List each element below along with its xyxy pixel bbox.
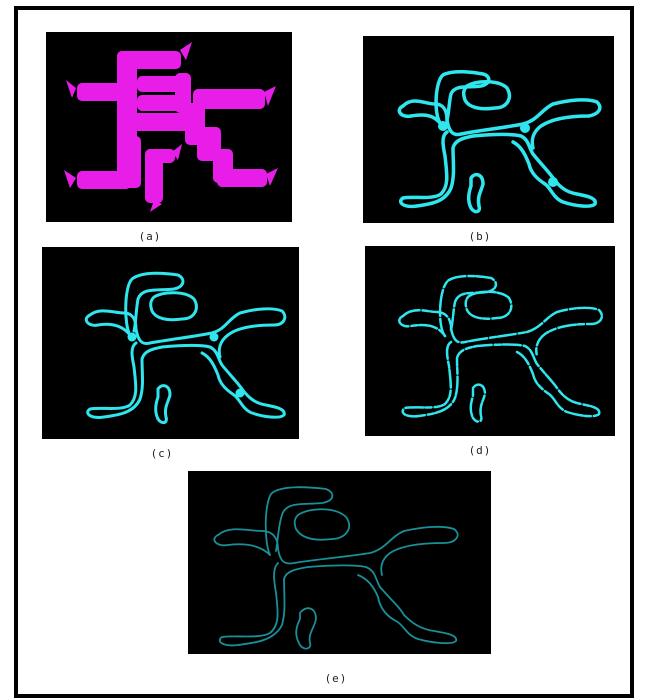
cyan-contour-image-d	[365, 246, 615, 436]
panel-a-segmentation	[46, 32, 292, 222]
caption-e: (e)	[306, 672, 366, 685]
cyan-contour-image-e	[188, 471, 491, 654]
caption-b: (b)	[450, 230, 510, 243]
panel-d-contours	[365, 246, 615, 436]
cyan-contour-image-c	[42, 247, 299, 439]
panel-e-contours	[188, 471, 491, 654]
panel-c-contours	[42, 247, 299, 439]
panel-b-contours	[363, 36, 614, 223]
caption-c: (c)	[132, 447, 192, 460]
caption-d: (d)	[450, 444, 510, 457]
figure-frame: (a) (b)	[14, 6, 634, 698]
magenta-regions-image	[46, 32, 292, 222]
caption-a: (a)	[120, 230, 180, 243]
cyan-contour-image-b	[363, 36, 614, 223]
